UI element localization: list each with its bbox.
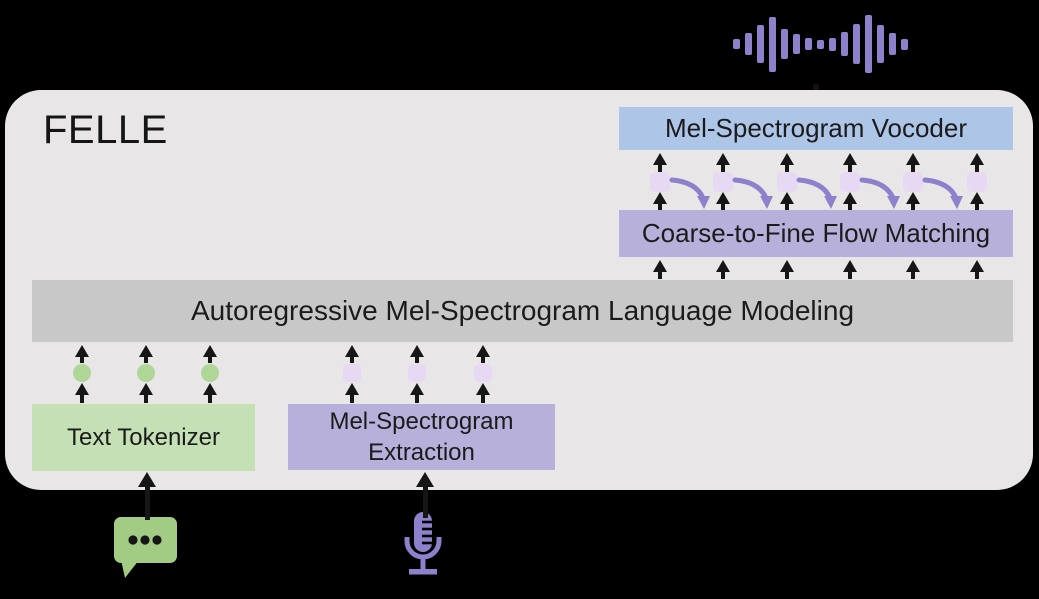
up-arrow-icon [75,383,89,403]
coarse-to-fine-arrow-icon [732,177,773,209]
up-arrow-icon [970,260,984,279]
coarse-token [840,172,860,192]
text-tokenizer-label: Text Tokenizer [67,423,220,451]
mel-token [474,364,492,382]
up-arrow-icon [843,260,857,279]
up-arrow-icon [75,345,89,363]
coarse-token [967,172,987,192]
up-arrow-icon [716,153,730,172]
up-arrow-icon [138,472,156,520]
up-arrow-icon [780,260,794,279]
up-arrow-icon [410,383,424,403]
up-arrow-icon [843,192,857,210]
text-token [137,364,155,382]
mel-extraction-block: Mel-Spectrogram Extraction [288,404,555,470]
audio-waveform-icon [733,13,911,75]
up-arrow-icon [410,345,424,363]
vocoder-label: Mel-Spectrogram Vocoder [664,113,968,143]
up-arrow-icon [716,192,730,210]
up-arrow-icon [906,153,920,172]
mel-token [408,364,426,382]
coarse-token [713,172,733,192]
coarse-token [903,172,923,192]
up-arrow-icon [780,153,794,172]
up-arrow-icon [203,383,217,403]
vocoder-block: Mel-Spectrogram Vocoder [619,107,1013,150]
coarse-to-fine-arrow-icon [796,177,837,209]
coarse-to-fine-flow-matching-block: Coarse-to-Fine Flow Matching [619,210,1013,257]
up-arrow-icon [476,383,490,403]
mel-extraction-label-line2: Extraction [368,439,475,466]
up-arrow-icon [653,153,667,172]
coarse-token [777,172,797,192]
up-arrow-icon [139,383,153,403]
ar-language-modeling-label: Autoregressive Mel-Spectrogram Language … [190,295,855,326]
mel-extraction-label-line1: Mel-Spectrogram [329,408,514,435]
panel-title: FELLE [43,108,168,152]
up-arrow-icon [970,192,984,210]
coarse-to-fine-arrow-icon [859,177,900,209]
flow-matching-label: Coarse-to-Fine Flow Matching [641,218,991,248]
up-arrow-icon [906,260,920,279]
up-arrow-icon [906,192,920,210]
coarse-token [650,172,670,192]
up-arrow-icon [780,192,794,210]
up-arrow-icon [716,260,730,279]
up-arrow-icon [843,153,857,172]
up-arrow-icon [345,383,359,403]
chat-bubble-icon [114,517,177,578]
text-tokenizer-block: Text Tokenizer [32,404,255,471]
up-arrow-icon [416,472,434,518]
microphone-icon [404,512,442,575]
up-arrow-icon [345,345,359,363]
up-arrow-icon [653,192,667,210]
text-token [201,364,219,382]
up-arrow-icon [203,345,217,363]
text-token [73,364,91,382]
up-arrow-icon [139,345,153,363]
mel-token [343,364,361,382]
up-arrow-icon [653,260,667,279]
up-arrow-icon [970,153,984,172]
coarse-to-fine-arrow-icon [922,177,963,209]
felle-panel: FELLE Mel-Spectrogram Vocoder Coarse-to-… [5,90,1033,490]
up-arrow-icon [476,345,490,363]
ar-language-modeling-block: Autoregressive Mel-Spectrogram Language … [32,280,1013,342]
coarse-to-fine-arrow-icon [669,177,710,209]
